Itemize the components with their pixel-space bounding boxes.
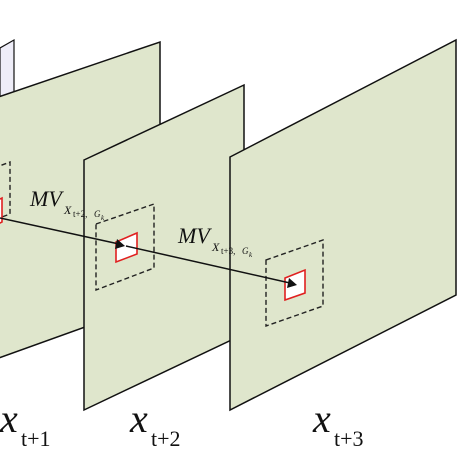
mv2-sub-t: t+3,	[221, 246, 235, 256]
mv1-base: MV	[29, 186, 64, 211]
frame-label-1-base: x	[0, 396, 18, 441]
frame-label-2-base: x	[129, 396, 148, 441]
search-window-frame-1	[0, 160, 11, 219]
mv1-sub-k: k	[101, 214, 105, 222]
mv2-sub-g: G	[242, 246, 249, 256]
frame-label-2-sub: t+2	[151, 426, 181, 451]
frame-label-3-sub: t+3	[334, 426, 364, 451]
motion-vector-arrow-2	[125, 245, 291, 284]
search-window-frame-2	[95, 203, 155, 292]
motion-vector-arrow-1	[0, 217, 120, 245]
arrowhead-2-icon	[287, 278, 297, 288]
frame-label-2: x t+2	[129, 396, 181, 451]
mv1-sub-t: t+2,	[73, 209, 87, 219]
mv2-base: MV	[177, 223, 212, 248]
mv1-sub-g: G	[94, 209, 101, 219]
arrowhead-1-icon	[115, 239, 125, 249]
frame-t-plus-3	[229, 38, 457, 412]
mv1-sub-x: X	[63, 203, 72, 217]
mv2-sub-k: k	[249, 251, 253, 259]
search-window-frame-3	[265, 239, 324, 327]
frame-label-1: x t+1	[0, 396, 51, 451]
frame-label-3-base: x	[312, 396, 331, 441]
frame-label-3: x t+3	[312, 396, 364, 451]
frame-label-1-sub: t+1	[21, 426, 51, 451]
motion-vector-label-1: MV X t+2, G k	[29, 186, 105, 222]
block-frame-2	[115, 231, 138, 264]
block-frame-1	[0, 196, 3, 224]
mv2-sub-x: X	[211, 240, 220, 254]
motion-vector-label-2: MV X t+3, G k	[177, 223, 253, 259]
